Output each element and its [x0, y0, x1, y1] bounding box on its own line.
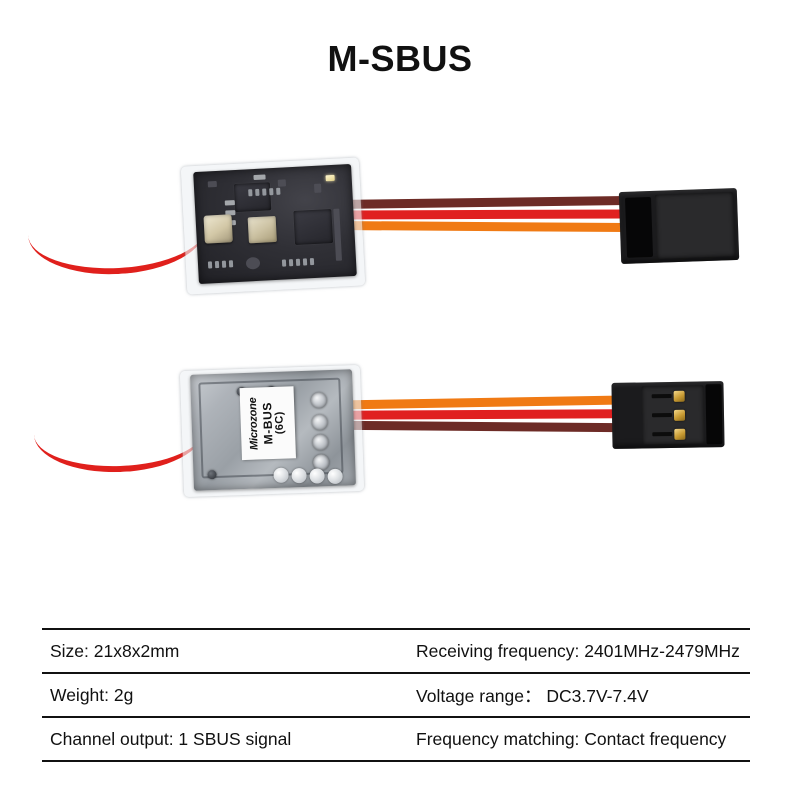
table-row: Channel output: 1 SBUS signal Frequency … — [42, 718, 750, 760]
power-wire-top — [329, 209, 631, 220]
spec-size: Size: 21x8x2mm — [50, 640, 180, 661]
product-photo: Microzone M-BUS (6C) — [0, 110, 800, 610]
solder-pad-row — [248, 187, 281, 197]
ground-wire-bottom — [339, 395, 621, 410]
pin-slot — [651, 412, 673, 418]
connector-lip-bottom — [705, 384, 723, 445]
connector-pin — [673, 409, 686, 421]
smd-component — [277, 179, 287, 187]
smd-component — [313, 183, 322, 193]
spec-voltage-range: Voltage range： DC3.7V-7.4V — [416, 685, 649, 706]
mcu-chip — [293, 209, 334, 245]
pcb-top — [193, 163, 357, 285]
table-row: Size: 21x8x2mm Receiving frequency: 2401… — [42, 630, 750, 672]
status-led — [325, 174, 335, 182]
ground-wire-top — [329, 220, 631, 233]
crystal-can — [247, 215, 277, 244]
bind-button[interactable] — [203, 214, 233, 244]
label-variant: (6C) — [273, 411, 287, 435]
table-rule — [42, 716, 750, 718]
spec-channel-output: Channel output: 1 SBUS signal — [50, 728, 292, 749]
module-shield-bottom: Microzone M-BUS (6C) — [190, 369, 356, 491]
product-label: Microzone M-BUS (6C) — [239, 386, 296, 461]
page-title: M-SBUS — [327, 38, 473, 79]
antenna-wire-bottom — [32, 389, 206, 475]
pin-slot — [652, 431, 673, 437]
test-pad — [273, 467, 289, 484]
rf-chip — [233, 182, 272, 213]
pin-slot — [651, 393, 672, 399]
connector-lip-top — [624, 196, 654, 258]
table-rule — [42, 760, 750, 762]
power-wire-bottom — [339, 409, 621, 420]
smd-component — [333, 208, 343, 261]
label-model: M-BUS — [259, 401, 276, 445]
test-pad — [327, 468, 343, 485]
solder-pad-row — [281, 258, 315, 267]
table-rule — [42, 672, 750, 674]
smd-component — [224, 200, 235, 206]
table-rule — [42, 628, 750, 630]
specifications-table: Size: 21x8x2mm Receiving frequency: 2401… — [42, 628, 750, 762]
antenna-wire-top — [25, 183, 209, 279]
servo-connector-top — [618, 187, 740, 265]
connector-pin — [673, 390, 685, 402]
spec-frequency-matching: Frequency matching: Contact frequency — [416, 728, 727, 749]
connector-pin — [674, 428, 686, 440]
smd-component — [207, 180, 217, 188]
spec-receiving-frequency: Receiving frequency: 2401MHz-2479MHz — [416, 640, 740, 661]
test-pad — [309, 468, 325, 484]
smd-component — [245, 256, 261, 270]
smd-component — [253, 174, 266, 181]
servo-connector-bottom — [611, 381, 725, 449]
connector-face-top — [654, 192, 736, 259]
spec-weight: Weight: 2g — [50, 684, 134, 705]
signal-wire-bottom — [339, 420, 621, 433]
test-pad — [291, 467, 307, 484]
signal-wire-top — [329, 195, 631, 210]
solder-pad-row — [207, 260, 234, 269]
table-row: Weight: 2g Voltage range： DC3.7V-7.4V — [42, 674, 750, 716]
